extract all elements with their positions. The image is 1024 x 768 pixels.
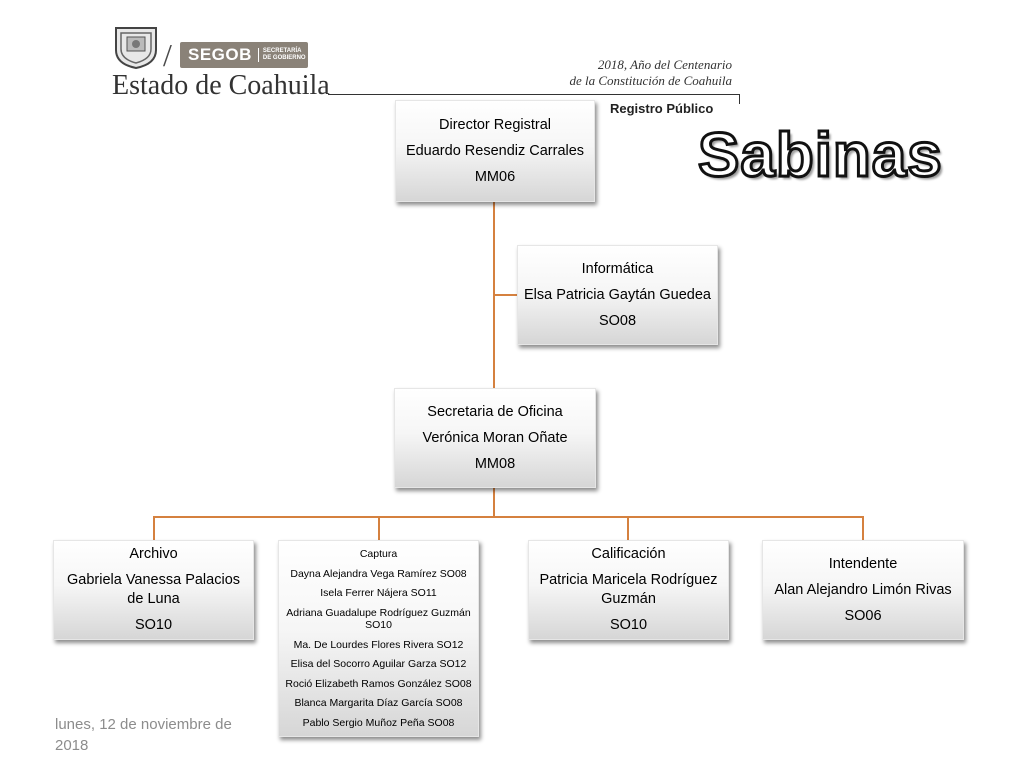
captura-member: Blanca Margarita Díaz García SO08	[294, 697, 463, 709]
captura-member: Ma. De Lourdes Flores Rivera SO12	[293, 638, 464, 651]
header-rule	[328, 94, 740, 95]
org-box-intendente: Intendente Alan Alejandro Limón Rivas SO…	[762, 540, 964, 640]
box-code: SO10	[609, 617, 648, 633]
connector-to-intendente	[862, 516, 864, 540]
box-title: Secretaria de Oficina	[427, 403, 563, 420]
header-rule-tick	[739, 94, 740, 104]
logo-divider-slash: /	[163, 37, 172, 73]
box-code: SO08	[598, 312, 637, 329]
box-name: Elsa Patricia Gaytán Guedea	[524, 286, 711, 303]
segob-logo-word: SEGOB	[188, 45, 252, 64]
box-title: Archivo	[129, 546, 178, 562]
org-box-secretaria-de-oficina: Secretaria de Oficina Verónica Moran Oña…	[394, 388, 596, 488]
centenario-motto: 2018, Año del Centenario de la Constituc…	[470, 57, 733, 89]
connector-to-archivo	[153, 516, 155, 540]
box-title: Informática	[581, 260, 654, 277]
segob-logo-subtitle: SECRETARÍA DE GOBIERNO	[257, 48, 306, 62]
org-box-informatica: Informática Elsa Patricia Gaytán Guedea …	[517, 245, 718, 345]
connector-to-informatica	[493, 294, 518, 296]
motto-line-2: de la Constitución de Coahuila	[569, 73, 733, 88]
captura-member: Elisa del Socorro Aguilar Garza SO12	[290, 658, 467, 670]
estado-de-coahuila-title: Estado de Coahuila	[112, 70, 330, 101]
connector-secretaria-down	[493, 488, 495, 517]
motto-line-1: 2018, Año del Centenario	[597, 57, 732, 72]
city-title: Sabinas	[697, 120, 944, 192]
box-code: MM06	[474, 168, 516, 185]
box-code: SO06	[844, 607, 882, 624]
box-title: Intendente	[828, 555, 898, 572]
org-box-archivo: Archivo Gabriela Vanessa Palacios de Lun…	[53, 540, 254, 640]
box-name: Patricia Maricela Rodríguez Guzmán	[539, 572, 718, 607]
box-code: MM08	[474, 455, 516, 472]
box-name: Alan Alejandro Limón Rivas	[774, 581, 952, 598]
box-name: Gabriela Vanessa Palacios de Luna	[66, 572, 241, 607]
box-name: Verónica Moran Oñate	[422, 429, 568, 446]
slide-date: lunes, 12 de noviembre de 2018	[55, 716, 232, 754]
box-name: Eduardo Resendiz Carrales	[405, 142, 585, 159]
connector-to-calificacion	[627, 516, 629, 540]
captura-member: Isela Ferrer Nájera SO11	[320, 587, 437, 599]
org-box-captura: Captura Dayna Alejandra Vega Ramírez SO0…	[278, 540, 479, 737]
coahuila-seal-logo	[112, 22, 160, 70]
org-box-calificacion: Calificación Patricia Maricela Rodríguez…	[528, 540, 729, 640]
org-box-director-registral: Director Registral Eduardo Resendiz Carr…	[395, 100, 595, 202]
box-title: Calificación	[591, 546, 666, 562]
box-title: Director Registral	[439, 116, 551, 133]
box-code: SO10	[134, 617, 173, 633]
box-title: Captura	[359, 548, 398, 560]
registro-publico-label: Registro Público	[610, 101, 714, 116]
captura-member: Roció Elizabeth Ramos González SO08	[285, 677, 472, 690]
captura-member: Adriana Guadalupe Rodríguez Guzmán SO10	[286, 606, 471, 632]
captura-member: Pablo Sergio Muñoz Peña SO08	[302, 716, 455, 729]
connector-horizontal-bus	[153, 516, 863, 518]
connector-to-captura	[378, 516, 380, 540]
segob-logo: SEGOB SECRETARÍA DE GOBIERNO	[180, 42, 308, 68]
captura-member: Dayna Alejandra Vega Ramírez SO08	[290, 567, 467, 580]
